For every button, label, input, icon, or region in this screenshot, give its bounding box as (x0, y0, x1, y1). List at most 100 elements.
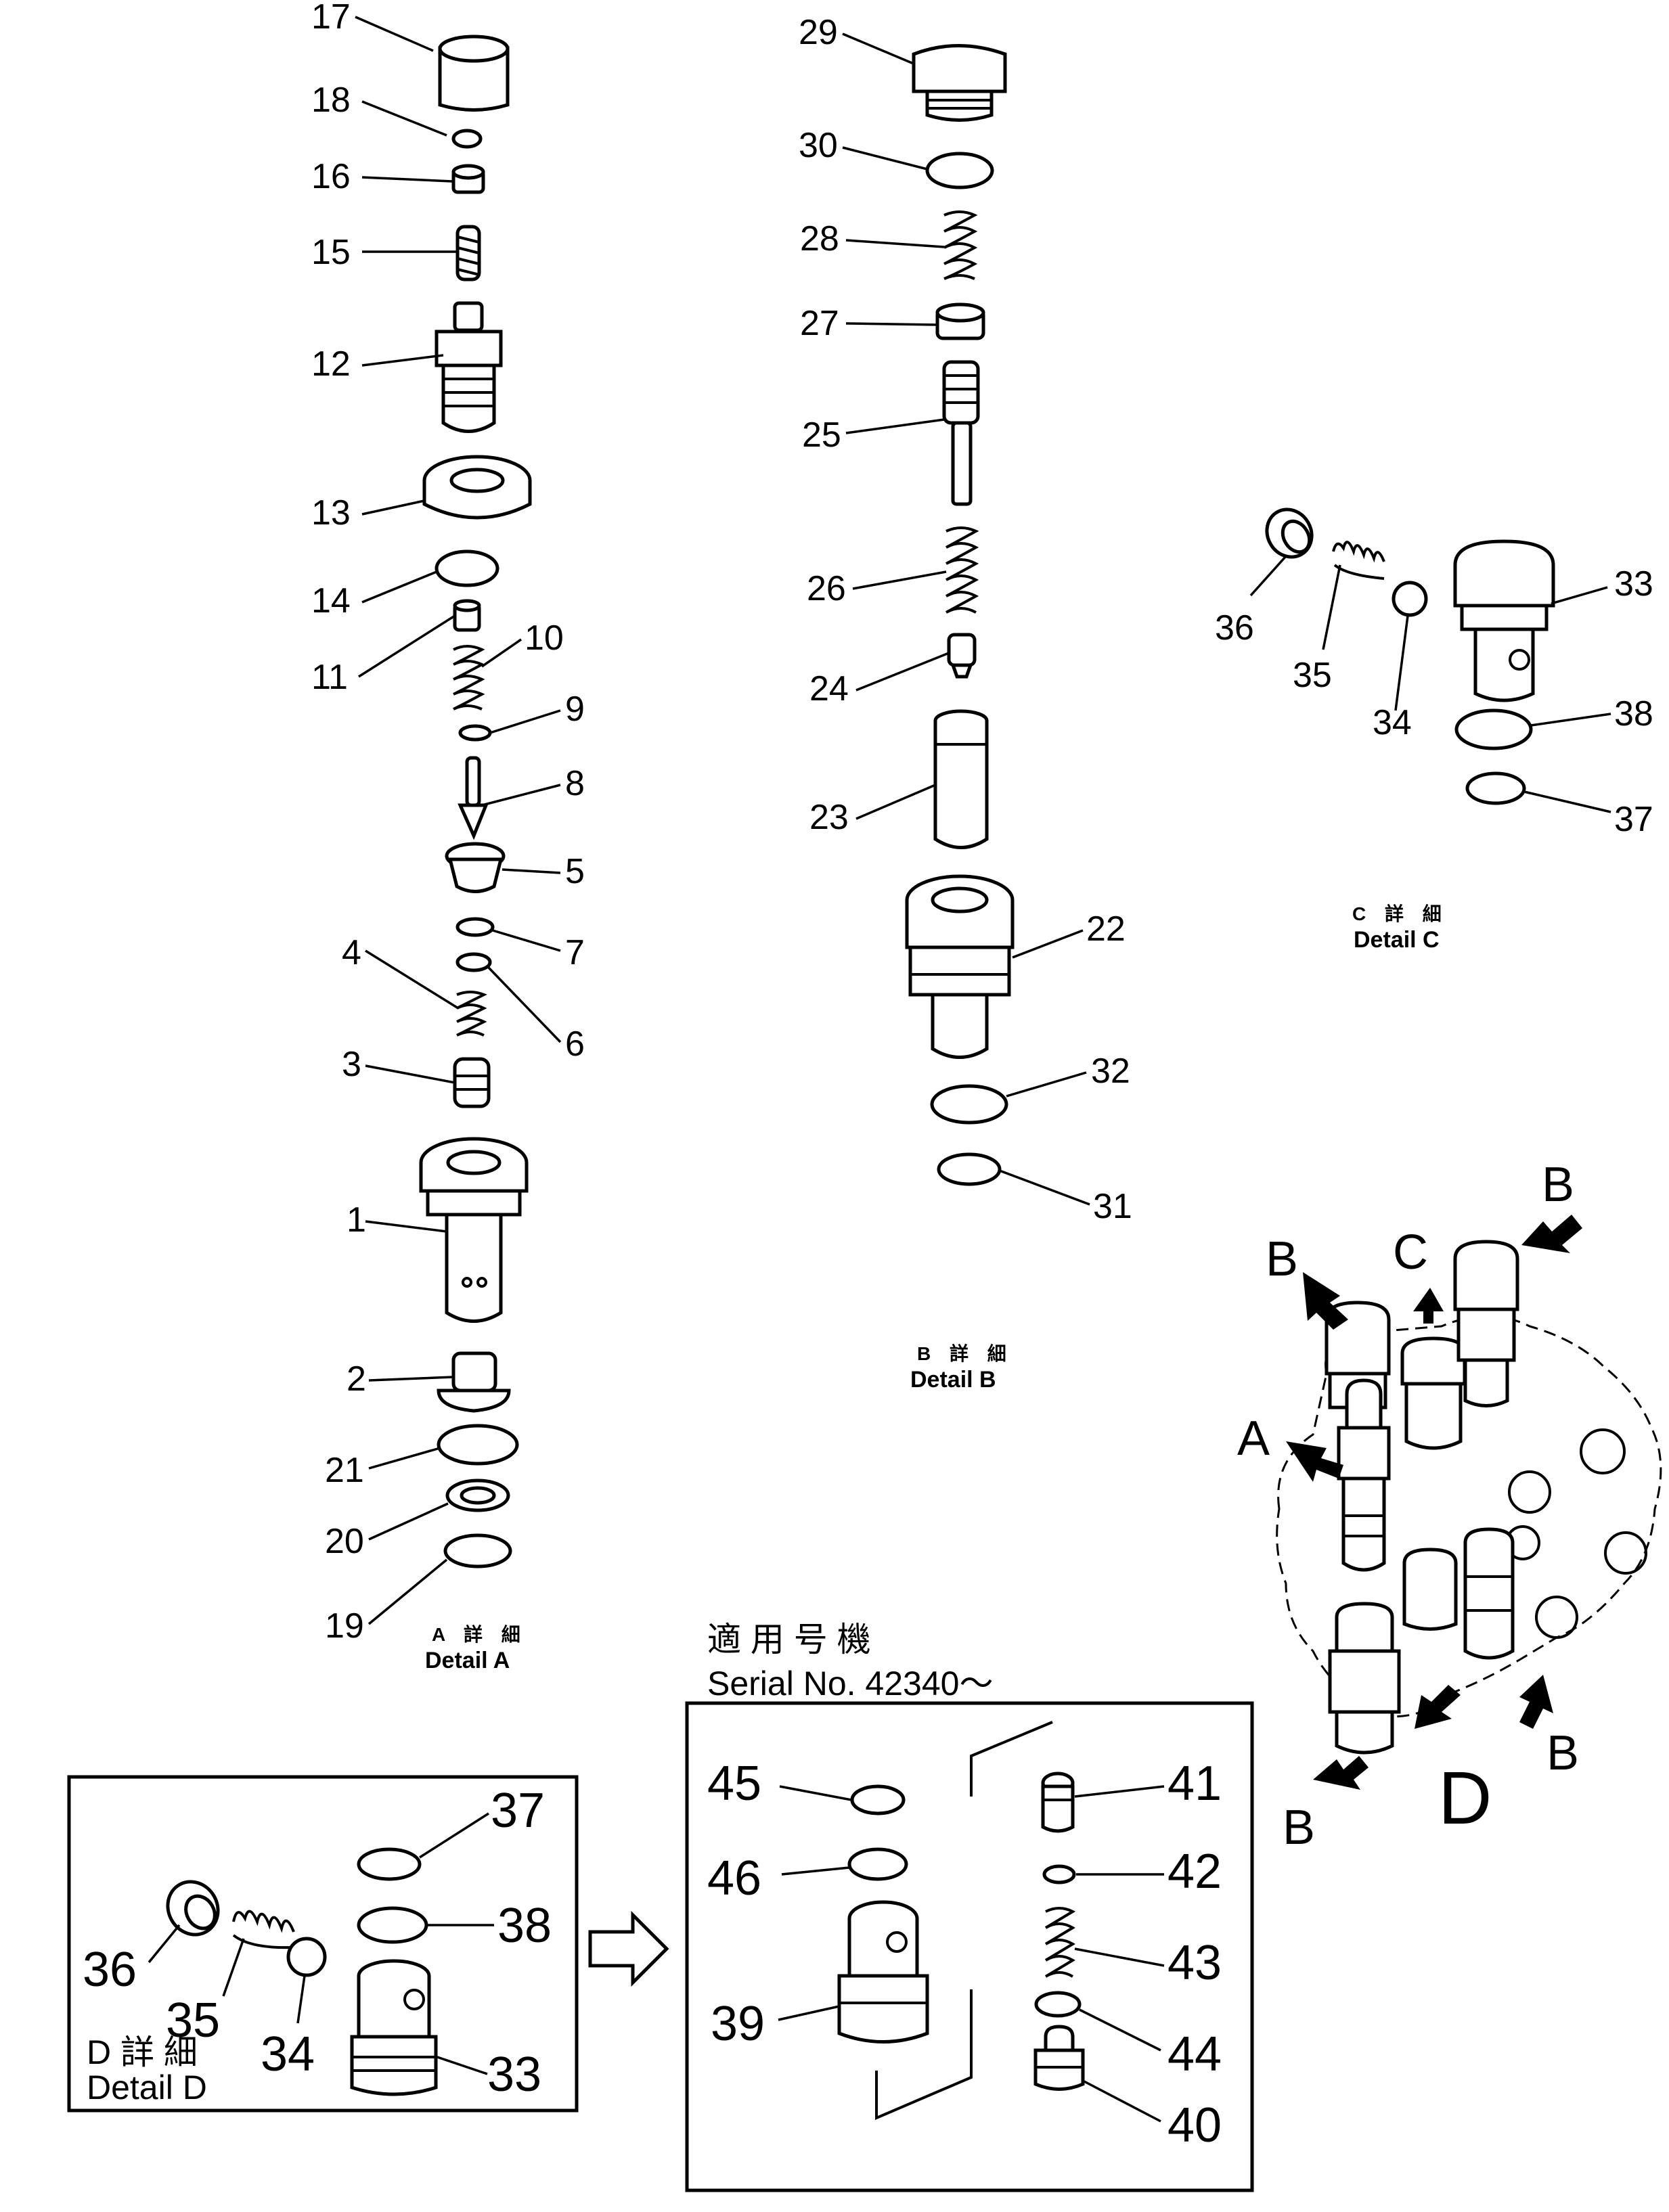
part-plug (912, 44, 1007, 122)
detail-b-label-en: Detail B (910, 1367, 996, 1393)
part-washer (458, 724, 492, 742)
callout-14: 14 (311, 581, 351, 620)
callout-7: 7 (565, 933, 585, 972)
part-needle (458, 756, 489, 840)
callout-12: 12 (311, 344, 351, 384)
part-ball (1392, 581, 1428, 617)
part-spring-seat (166, 1880, 220, 1937)
assembly-cartridge (1402, 1548, 1458, 1631)
marker-c: C (1393, 1225, 1428, 1280)
part-ring (1042, 1864, 1076, 1884)
part-oring (435, 549, 499, 587)
callout-30: 30 (799, 126, 838, 165)
marker-a: A (1237, 1412, 1270, 1466)
part-valve-body (837, 1900, 929, 2044)
part-spring-seat (1265, 507, 1314, 559)
callout-27: 27 (800, 304, 839, 343)
callout-22: 22 (1086, 909, 1126, 949)
part-poppet (947, 633, 977, 679)
callout-26: 26 (807, 569, 846, 608)
part-oring (1034, 1991, 1082, 2018)
callout-38: 38 (497, 1899, 552, 1953)
callout-38: 38 (1614, 694, 1653, 733)
part-oring (455, 952, 492, 972)
detail-d-box: 37 38 36 35 34 33 D 詳 細 Detail D (67, 1775, 579, 2113)
callout-17: 17 (311, 0, 351, 37)
callout-21: 21 (325, 1451, 364, 1490)
part-oring (850, 1784, 906, 1815)
detail-b-label-jp: B 詳 細 (917, 1342, 1013, 1364)
part-oring (1465, 771, 1526, 805)
callout-11: 11 (311, 658, 348, 697)
callout-34: 34 (261, 2027, 315, 2081)
assembly-cartridge (1453, 1240, 1519, 1407)
callout-9: 9 (565, 690, 585, 729)
part-oring (847, 1847, 908, 1881)
part-oring (443, 1533, 512, 1568)
marker-d: D (1438, 1757, 1492, 1840)
detail-a-label-jp: A 詳 細 (432, 1623, 527, 1645)
callout-37: 37 (491, 1784, 545, 1838)
part-spring (943, 210, 978, 280)
detail-a-group: 17 18 16 15 12 13 14 11 10 9 8 5 7 6 4 3… (311, 0, 585, 1673)
callout-25: 25 (802, 415, 841, 455)
part-plunger (1041, 1771, 1075, 1833)
part-spring (232, 1910, 295, 1949)
part-oring (357, 1847, 422, 1881)
serial-box: 適 用 号 機 Serial No. 42340〜 (685, 1621, 1254, 2192)
detail-c-label-jp: C 詳 細 (1352, 903, 1448, 924)
replacement-arrow (588, 1910, 669, 1987)
marker-b-bottom-left: B (1283, 1801, 1315, 1855)
callout-33: 33 (487, 2048, 541, 2102)
detail-b-group: 29 30 28 27 25 26 24 23 22 32 31 B 詳 細 D… (799, 13, 1132, 1393)
callout-3: 3 (342, 1045, 361, 1084)
callout-1: 1 (347, 1200, 366, 1240)
part-pin (453, 599, 481, 632)
part-oring (1454, 708, 1533, 750)
callout-18: 18 (311, 81, 351, 120)
callout-42: 42 (1167, 1845, 1222, 1899)
detail-d-label-en: Detail D (87, 2069, 207, 2106)
detail-c-label-en: Detail C (1354, 927, 1440, 953)
part-plug (1453, 539, 1555, 702)
callout-35: 35 (166, 1993, 220, 2048)
detail-d-label-jp: D 詳 細 (87, 2033, 198, 2071)
part-oring (937, 1152, 1002, 1186)
callout-45: 45 (707, 1757, 761, 1811)
part-seat (1033, 2025, 1085, 2091)
part-seat (445, 842, 506, 893)
callout-33: 33 (1614, 564, 1653, 604)
part-plug (437, 1351, 511, 1413)
part-poppet-body (435, 301, 503, 433)
callout-10: 10 (525, 618, 564, 658)
part-backup-ring (445, 1479, 510, 1512)
serial-title-jp: 適 用 号 機 (707, 1621, 871, 1658)
assembly-cartridge (1400, 1336, 1467, 1450)
part-spring (453, 645, 485, 710)
callout-8: 8 (565, 764, 585, 803)
callout-46: 46 (707, 1851, 761, 1905)
assembly-view: B B C A D B B (1237, 1158, 1662, 1855)
part-sleeve (933, 709, 989, 849)
part-spring (1332, 541, 1385, 580)
part-oring (925, 152, 994, 189)
callout-20: 20 (325, 1522, 364, 1561)
part-plug (350, 1959, 438, 2096)
callout-4: 4 (342, 933, 361, 972)
callout-35: 35 (1293, 656, 1332, 695)
part-washer (455, 917, 495, 937)
callout-36: 36 (1215, 608, 1254, 648)
part-spring (1044, 1907, 1076, 1978)
callout-40: 40 (1167, 2098, 1222, 2152)
callout-43: 43 (1167, 1936, 1222, 1990)
assembly-cartridge (1337, 1378, 1391, 1572)
part-ring-nut (422, 455, 532, 520)
part-ball (286, 1937, 327, 1977)
callout-24: 24 (809, 669, 849, 708)
part-oring (930, 1084, 1008, 1125)
callout-15: 15 (311, 233, 351, 272)
part-nut (451, 164, 485, 194)
callout-19: 19 (325, 1606, 364, 1646)
callout-37: 37 (1614, 800, 1653, 839)
